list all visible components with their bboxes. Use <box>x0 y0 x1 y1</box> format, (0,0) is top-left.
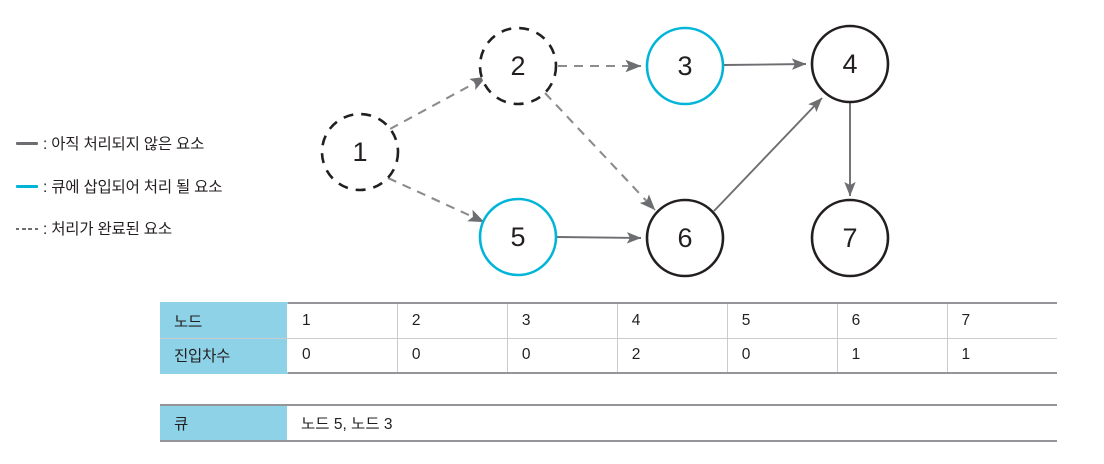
node-2-label: 2 <box>510 51 525 81</box>
node-7-label: 7 <box>842 223 857 253</box>
degree-cell-2: 0 <box>396 337 508 374</box>
legend-item-queued: : 큐에 삽입되어 처리 될 요소 <box>14 173 223 199</box>
directed-graph: 1 2 3 4 5 <box>320 24 890 278</box>
legend-label-queued: : 큐에 삽입되어 처리 될 요소 <box>43 179 223 196</box>
degree-cell-5: 0 <box>726 337 838 374</box>
row-header-node: 노드 <box>160 302 288 339</box>
degree-cell-6: 1 <box>836 337 948 374</box>
node-cell-3: 3 <box>506 302 618 339</box>
node-7[interactable]: 7 <box>810 198 890 278</box>
legend-label-unprocessed: : 아직 처리되지 않은 요소 <box>43 136 205 153</box>
node-6[interactable]: 6 <box>645 198 725 278</box>
legend-label-done: : 처리가 완료된 요소 <box>43 221 172 238</box>
node-cell-2: 2 <box>396 302 508 339</box>
queue-table: 큐 노드 5, 노드 3 <box>160 404 1057 442</box>
graph-edges <box>387 58 856 244</box>
dotted-line-icon <box>14 215 40 241</box>
degree-cell-1: 0 <box>287 337 398 374</box>
table-row-nodes: 노드 1 2 3 4 5 6 7 <box>160 302 1057 339</box>
node-4-label: 4 <box>842 49 857 79</box>
node-cell-1: 1 <box>287 302 398 339</box>
edge-2-6 <box>544 92 656 211</box>
edge-5-6 <box>556 232 642 244</box>
node-5[interactable]: 5 <box>478 197 558 277</box>
edge-3-4 <box>723 58 807 70</box>
degree-cell-7: 1 <box>946 337 1057 374</box>
row-header-queue: 큐 <box>160 405 287 441</box>
node-4[interactable]: 4 <box>810 24 890 104</box>
solid-cyan-line-icon <box>14 173 40 199</box>
legend-item-done: : 처리가 완료된 요소 <box>14 215 172 241</box>
node-cell-7: 7 <box>946 302 1057 339</box>
node-6-label: 6 <box>677 223 692 253</box>
node-cell-5: 5 <box>726 302 838 339</box>
node-1-label: 1 <box>352 137 367 167</box>
legend-item-unprocessed: : 아직 처리되지 않은 요소 <box>14 130 204 156</box>
queue-value: 노드 5, 노드 3 <box>301 416 393 433</box>
node-3[interactable]: 3 <box>645 26 725 106</box>
edge-6-4 <box>713 97 823 212</box>
edge-1-2 <box>389 76 487 130</box>
table-row-queue: 큐 노드 5, 노드 3 <box>160 405 1057 441</box>
degree-cell-4: 2 <box>616 337 728 374</box>
indegree-table: 노드 1 2 3 4 5 6 7 진입차수 0 0 0 2 0 1 1 <box>160 302 1057 374</box>
solid-gray-line-icon <box>14 130 40 156</box>
graph-nodes: 1 2 3 4 5 <box>320 24 890 278</box>
row-header-indegree: 진입차수 <box>160 337 288 374</box>
node-3-label: 3 <box>677 51 692 81</box>
degree-cell-3: 0 <box>506 337 618 374</box>
node-cell-4: 4 <box>616 302 728 339</box>
edge-1-5 <box>387 177 485 223</box>
table-row-degrees: 진입차수 0 0 0 2 0 1 1 <box>160 337 1057 374</box>
node-2[interactable]: 2 <box>478 26 558 106</box>
graph-svg: 1 2 3 4 5 <box>320 24 890 278</box>
node-1[interactable]: 1 <box>320 112 400 192</box>
node-5-label: 5 <box>510 222 525 252</box>
node-cell-6: 6 <box>836 302 948 339</box>
